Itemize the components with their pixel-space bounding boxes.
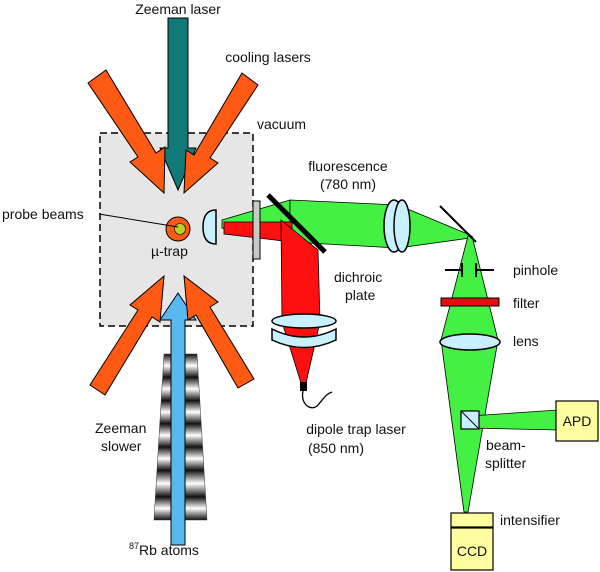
dipole-laser-label: dipole trap laser bbox=[306, 421, 406, 437]
filter-label: filter bbox=[513, 295, 540, 311]
apd-label: APD bbox=[563, 413, 592, 429]
pinhole-label: pinhole bbox=[513, 262, 558, 278]
cooling-lasers-label: cooling lasers bbox=[225, 49, 311, 65]
zeeman-laser-label: Zeeman laser bbox=[135, 1, 221, 17]
dichroic-plate bbox=[266, 193, 327, 254]
rb-atoms-label: 87Rb atoms bbox=[129, 541, 199, 558]
dipole-lens-1 bbox=[271, 313, 337, 329]
fluorescence-wavelength-label: (780 nm) bbox=[320, 176, 376, 192]
imaging-lens bbox=[439, 333, 501, 351]
probe-beams-pointer bbox=[98, 213, 179, 228]
ccd-label: CCD bbox=[457, 543, 487, 559]
probe-beams-label: probe beams bbox=[2, 206, 84, 222]
dichroic-label: dichroic bbox=[334, 269, 382, 285]
rb-atoms-text: Rb atoms bbox=[139, 542, 199, 558]
filter bbox=[440, 297, 500, 307]
zeeman-slower-label-2: slower bbox=[101, 438, 142, 454]
dipole-wavelength-label: (850 nm) bbox=[308, 440, 364, 456]
vacuum-window bbox=[252, 200, 261, 260]
fiber-connector bbox=[300, 382, 307, 391]
cooling-laser-upper-right bbox=[183, 72, 259, 195]
relay-lens-back bbox=[393, 199, 411, 253]
intensifier-label: intensifier bbox=[500, 512, 560, 528]
atom-cloud bbox=[174, 223, 186, 235]
cooling-laser-lower-left bbox=[89, 274, 165, 396]
plate-label: plate bbox=[345, 287, 376, 303]
intensifier-box bbox=[450, 512, 494, 528]
fiber-cable bbox=[301, 390, 333, 409]
vacuum-label: vacuum bbox=[257, 116, 306, 132]
ccd-box bbox=[450, 527, 494, 571]
lens-label: lens bbox=[513, 333, 539, 349]
cooling-laser-upper-left bbox=[87, 69, 166, 195]
splitter-label: splitter bbox=[485, 455, 527, 471]
beam-splitter-diagonal bbox=[460, 410, 480, 430]
fluorescence-label: fluorescence bbox=[308, 158, 388, 174]
mu-trap-label: µ-trap bbox=[151, 243, 188, 259]
rb-atoms-superscript: 87 bbox=[129, 541, 139, 551]
dipole-lens-2 bbox=[271, 327, 337, 349]
mirror bbox=[439, 205, 477, 243]
zeeman-slower-label-1: Zeeman bbox=[95, 420, 146, 436]
apd-box bbox=[555, 400, 599, 442]
aspheric-lens bbox=[202, 209, 217, 245]
cooling-laser-lower-right bbox=[183, 274, 255, 389]
beam-label: beam- bbox=[486, 437, 526, 453]
